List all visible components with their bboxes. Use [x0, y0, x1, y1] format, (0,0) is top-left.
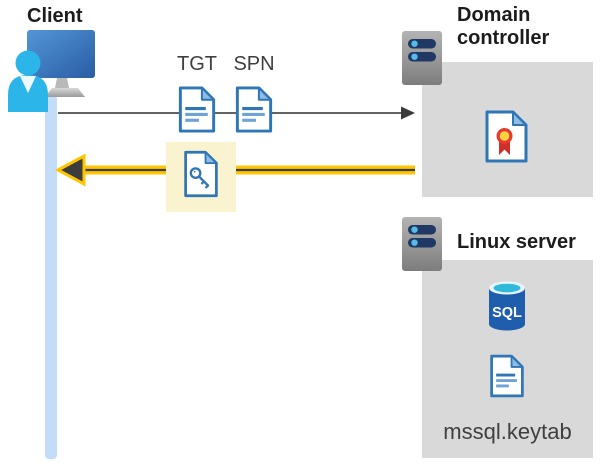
client-workstation-icon	[6, 26, 98, 116]
client-lifeline	[45, 95, 57, 459]
keytab-filename-label: mssql.keytab	[443, 419, 572, 444]
tgt-label: TGT	[177, 53, 217, 75]
sql-badge-text: SQL	[492, 305, 522, 321]
domain-controller-label: Domain controller	[457, 4, 550, 49]
spn-document-icon	[233, 86, 275, 133]
monitor-icon	[27, 30, 95, 97]
certificate-icon	[484, 110, 529, 163]
client-label: Client	[27, 5, 83, 27]
linux-server-label: Linux server	[457, 231, 576, 253]
keytab-document-icon	[488, 352, 526, 400]
user-icon	[8, 50, 48, 112]
domain-controller-server-icon	[401, 30, 443, 86]
tgt-document-icon	[176, 86, 218, 133]
sql-database-icon: SQL	[487, 280, 527, 332]
response-arrow-yellow	[54, 153, 415, 187]
spn-label: SPN	[233, 53, 275, 75]
linux-server-server-icon	[401, 216, 443, 272]
key-ticket-icon	[182, 150, 220, 198]
